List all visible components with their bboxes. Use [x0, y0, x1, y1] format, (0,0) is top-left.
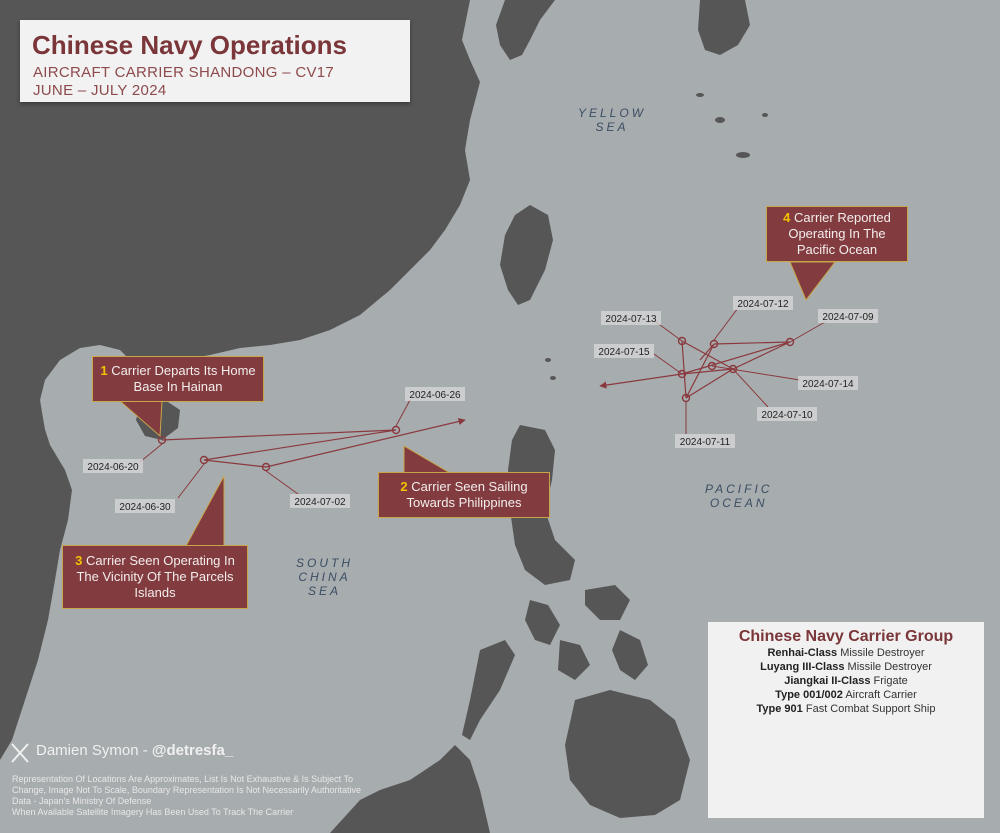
land-borneo [330, 745, 490, 833]
callout-4-pointer [789, 261, 837, 301]
marker-2024-07-15 [677, 369, 687, 379]
disclaimer-line: Data - Japan's Ministry Of Defense [12, 796, 152, 806]
marker-2024-06-30 [199, 455, 209, 465]
legend-item-type: Missile Destroyer [847, 661, 932, 673]
land-vietnam [0, 360, 45, 620]
callout-2: 2 Carrier Seen Sailing Towards Philippin… [378, 472, 550, 518]
legend-item-class: Renhai-Class [767, 647, 838, 659]
date-label: 2024-07-10 [761, 410, 813, 421]
legend-item: Jiangkai II-Class Frigate [708, 675, 984, 687]
land-mainland-china [0, 0, 480, 760]
position-markers [157, 336, 795, 472]
credit-name: Damien Symon - [36, 742, 152, 759]
date-label: 2024-07-14 [802, 379, 854, 390]
callout-text: Carrier Departs Its Home Base In Hainan [111, 363, 256, 394]
land-taiwan [500, 205, 553, 305]
date-labels: 2024-06-20 2024-06-26 2024-06-30 2024-07… [83, 296, 878, 513]
land-ryukyu-islands [696, 93, 768, 158]
callout-number: 4 [783, 210, 791, 225]
date-label: 2024-07-11 [680, 437, 731, 448]
sea-label-south-china-sea: SOUTH CHINA SEA [296, 556, 353, 598]
page-title: Chinese Navy Operations [32, 30, 347, 60]
legend-item-class: Type 001/002 [775, 689, 843, 701]
marker-2024-06-26 [391, 425, 401, 435]
legend-item-type: Aircraft Carrier [845, 689, 917, 701]
route-segment-0620-0626 [161, 429, 397, 441]
marker-2024-07-14 [707, 361, 717, 371]
marker-2024-07-11 [681, 393, 691, 403]
sea-label-line: PACIFIC [705, 482, 773, 496]
date-label: 2024-07-15 [598, 347, 650, 358]
sea-label-line: OCEAN [709, 496, 768, 510]
legend-item-class: Luyang III-Class [760, 661, 845, 673]
callout-number: 1 [100, 363, 108, 378]
disclaimer-line: Representation Of Locations Are Approxim… [12, 774, 354, 784]
marker-2024-07-09 [785, 337, 795, 347]
land-visayas-mindanao [462, 585, 690, 818]
page-period: JUNE – JULY 2024 [33, 82, 167, 99]
legend-item: Renhai-Class Missile Destroyer [708, 647, 984, 659]
date-label: 2024-06-20 [87, 462, 139, 473]
disclaimer: Representation Of Locations Are Approxim… [12, 774, 422, 818]
callout-text: Carrier Reported Operating In The Pacifi… [788, 210, 891, 257]
callout-1: 1 Carrier Departs Its Home Base In Haina… [92, 356, 264, 402]
callout-text: Carrier Seen Sailing Towards Philippines [406, 479, 528, 510]
land-korea [496, 0, 555, 60]
credit-line: Damien Symon - @detresfa_ [36, 742, 233, 759]
marker-2024-07-13 [677, 336, 687, 346]
date-label: 2024-07-13 [605, 314, 657, 325]
date-label: 2024-06-26 [409, 390, 461, 401]
callout-4: 4 Carrier Reported Operating In The Paci… [766, 206, 908, 262]
disclaimer-line: Change, Image Not To Scale, Boundary Rep… [12, 785, 362, 795]
marker-2024-07-02 [261, 462, 271, 472]
date-label: 2024-07-09 [822, 312, 874, 323]
legend-title: Chinese Navy Carrier Group [738, 628, 954, 645]
title-panel: Chinese Navy Operations AIRCRAFT CARRIER… [20, 20, 410, 102]
date-label: 2024-07-02 [294, 497, 346, 508]
legend-item-type: Frigate [873, 675, 908, 687]
sea-label-line: YELLOW [578, 106, 647, 120]
legend-item: Luyang III-Class Missile Destroyer [708, 661, 984, 673]
callout-text: Carrier Seen Operating In The Vicinity O… [76, 553, 235, 600]
date-label: 2024-07-12 [737, 299, 789, 310]
sea-label-line: SEA [307, 584, 341, 598]
route-segment-0702-exit [265, 417, 466, 468]
land-philippine-islets [545, 358, 556, 380]
route-segment-0626-0630 [203, 429, 397, 461]
route-segment-0630-0702 [203, 459, 267, 468]
sea-label-yellow-sea: YELLOW SEA [578, 106, 646, 134]
legend-item-type: Fast Combat Support Ship [805, 703, 936, 715]
page-subtitle: AIRCRAFT CARRIER SHANDONG – CV17 [33, 64, 335, 81]
sea-label-line: CHINA [298, 570, 351, 584]
credit-handle: @detresfa_ [151, 742, 234, 759]
legend-item-class: Jiangkai II-Class [784, 675, 871, 687]
legend-item: Type 001/002 Aircraft Carrier [708, 689, 984, 701]
marker-2024-07-12 [709, 339, 719, 349]
land-japan-kyushu [698, 0, 750, 55]
date-leader-lines [139, 307, 826, 499]
legend-panel: Chinese Navy Carrier Group Renhai-Class … [708, 622, 984, 818]
callout-3: 3 Carrier Seen Operating In The Vicinity… [62, 545, 248, 609]
route-pacific-tracks [599, 340, 791, 399]
date-label: 2024-06-30 [119, 502, 171, 513]
legend-item: Type 901 Fast Combat Support Ship [708, 703, 984, 715]
sea-label-pacific-ocean: PACIFIC OCEAN [705, 482, 772, 510]
callout-number: 3 [75, 553, 83, 568]
sea-label-line: SEA [595, 120, 629, 134]
callout-number: 2 [400, 479, 408, 494]
marker-2024-06-20 [157, 435, 167, 445]
sea-label-line: SOUTH [296, 556, 353, 570]
disclaimer-line: When Available Satellite Imagery Has Bee… [12, 807, 294, 817]
legend-item-class: Type 901 [756, 703, 803, 715]
legend-item-type: Missile Destroyer [840, 647, 925, 659]
x-logo-icon [11, 743, 29, 763]
